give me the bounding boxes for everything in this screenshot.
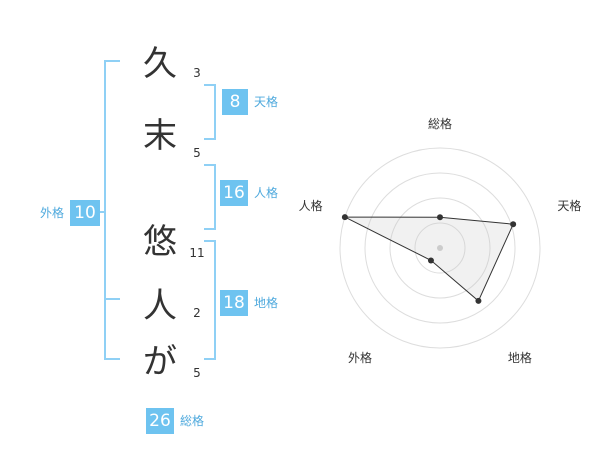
soukaku-label: 総格	[180, 414, 205, 428]
radar-center	[437, 245, 443, 251]
tenkaku-label: 天格	[254, 95, 279, 109]
radar-axis-label-5: 人格	[299, 198, 323, 213]
name-char-3: 悠	[143, 222, 177, 262]
radar-ring-2	[389, 197, 491, 299]
tenkaku-bracket	[204, 84, 216, 140]
radar-axis-label-3: 地格	[508, 350, 532, 365]
radar-axis-label-1: 総格	[428, 116, 452, 131]
gaikaku-bracket-connector	[96, 211, 106, 213]
name-char-5: が	[143, 342, 177, 382]
radar-point-1	[437, 214, 443, 221]
name-char-4: 人	[143, 286, 177, 326]
name-char-2: 末	[143, 116, 177, 156]
radar-axis-label-4: 外格	[348, 350, 372, 365]
soukaku-value: 26	[146, 408, 174, 434]
radar-point-5	[341, 214, 348, 221]
stroke-count-4: 2	[193, 306, 201, 320]
radar-ring-4	[339, 147, 541, 349]
jinkaku-label: 人格	[254, 186, 279, 200]
radar-point-3	[475, 297, 482, 304]
radar-point-2	[510, 221, 517, 228]
stroke-count-1: 3	[193, 66, 201, 80]
chikaku-label: 地格	[254, 296, 279, 310]
radar-ring-1	[414, 222, 466, 274]
gaikaku-label: 外格	[40, 206, 65, 220]
tenkaku-value: 8	[222, 89, 248, 115]
radar-point-4	[427, 257, 434, 264]
radar-ring-3	[364, 172, 516, 324]
chikaku-value: 18	[220, 290, 248, 316]
radar-axis-label-2: 天格	[557, 198, 581, 213]
chikaku-bracket	[204, 240, 216, 360]
gaikaku-bracket-tick	[104, 298, 120, 300]
stroke-count-3: 11	[189, 246, 205, 260]
gaikaku-bracket	[104, 60, 120, 360]
gaikaku-value: 10	[70, 200, 100, 226]
stroke-count-2: 5	[193, 146, 201, 160]
stroke-count-5: 5	[193, 366, 201, 380]
jinkaku-bracket	[204, 164, 216, 230]
name-char-1: 久	[143, 44, 177, 84]
jinkaku-value: 16	[220, 180, 248, 206]
